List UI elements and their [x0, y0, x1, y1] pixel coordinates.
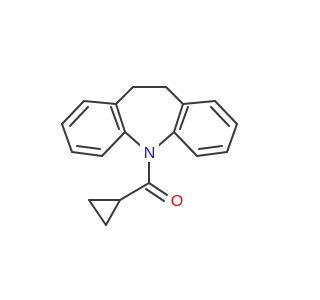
bond: [182, 100, 216, 105]
bond: [179, 106, 189, 130]
label-backdrop: [168, 191, 186, 210]
bond: [196, 151, 228, 157]
oxygen-atom-label: O: [171, 193, 183, 210]
bond: [105, 199, 121, 226]
bond: [148, 182, 168, 196]
bond: [173, 103, 184, 133]
bond: [165, 86, 184, 105]
bond: [83, 100, 117, 105]
bond: [119, 182, 150, 201]
bond: [71, 151, 103, 157]
label-backdrop: [140, 143, 159, 162]
bond: [115, 86, 134, 105]
bond: [198, 145, 223, 150]
structure-diagram: N O: [61, 86, 238, 226]
atom-labels: N O: [140, 143, 186, 210]
nitrogen-atom-label: N: [144, 145, 156, 162]
bond: [124, 131, 143, 148]
bond: [101, 131, 126, 157]
bond: [88, 199, 107, 226]
bond: [76, 145, 101, 150]
bond: [156, 131, 175, 148]
bond: [61, 100, 85, 125]
bonds: [61, 86, 238, 226]
bond: [214, 100, 238, 125]
bond: [61, 123, 73, 153]
molecule-canvas: N O: [61, 86, 238, 226]
bond: [69, 106, 89, 127]
bond: [226, 123, 238, 153]
bond: [110, 106, 120, 130]
bond: [210, 106, 230, 127]
bond: [115, 103, 126, 133]
bond: [173, 131, 198, 157]
bond: [145, 188, 165, 202]
